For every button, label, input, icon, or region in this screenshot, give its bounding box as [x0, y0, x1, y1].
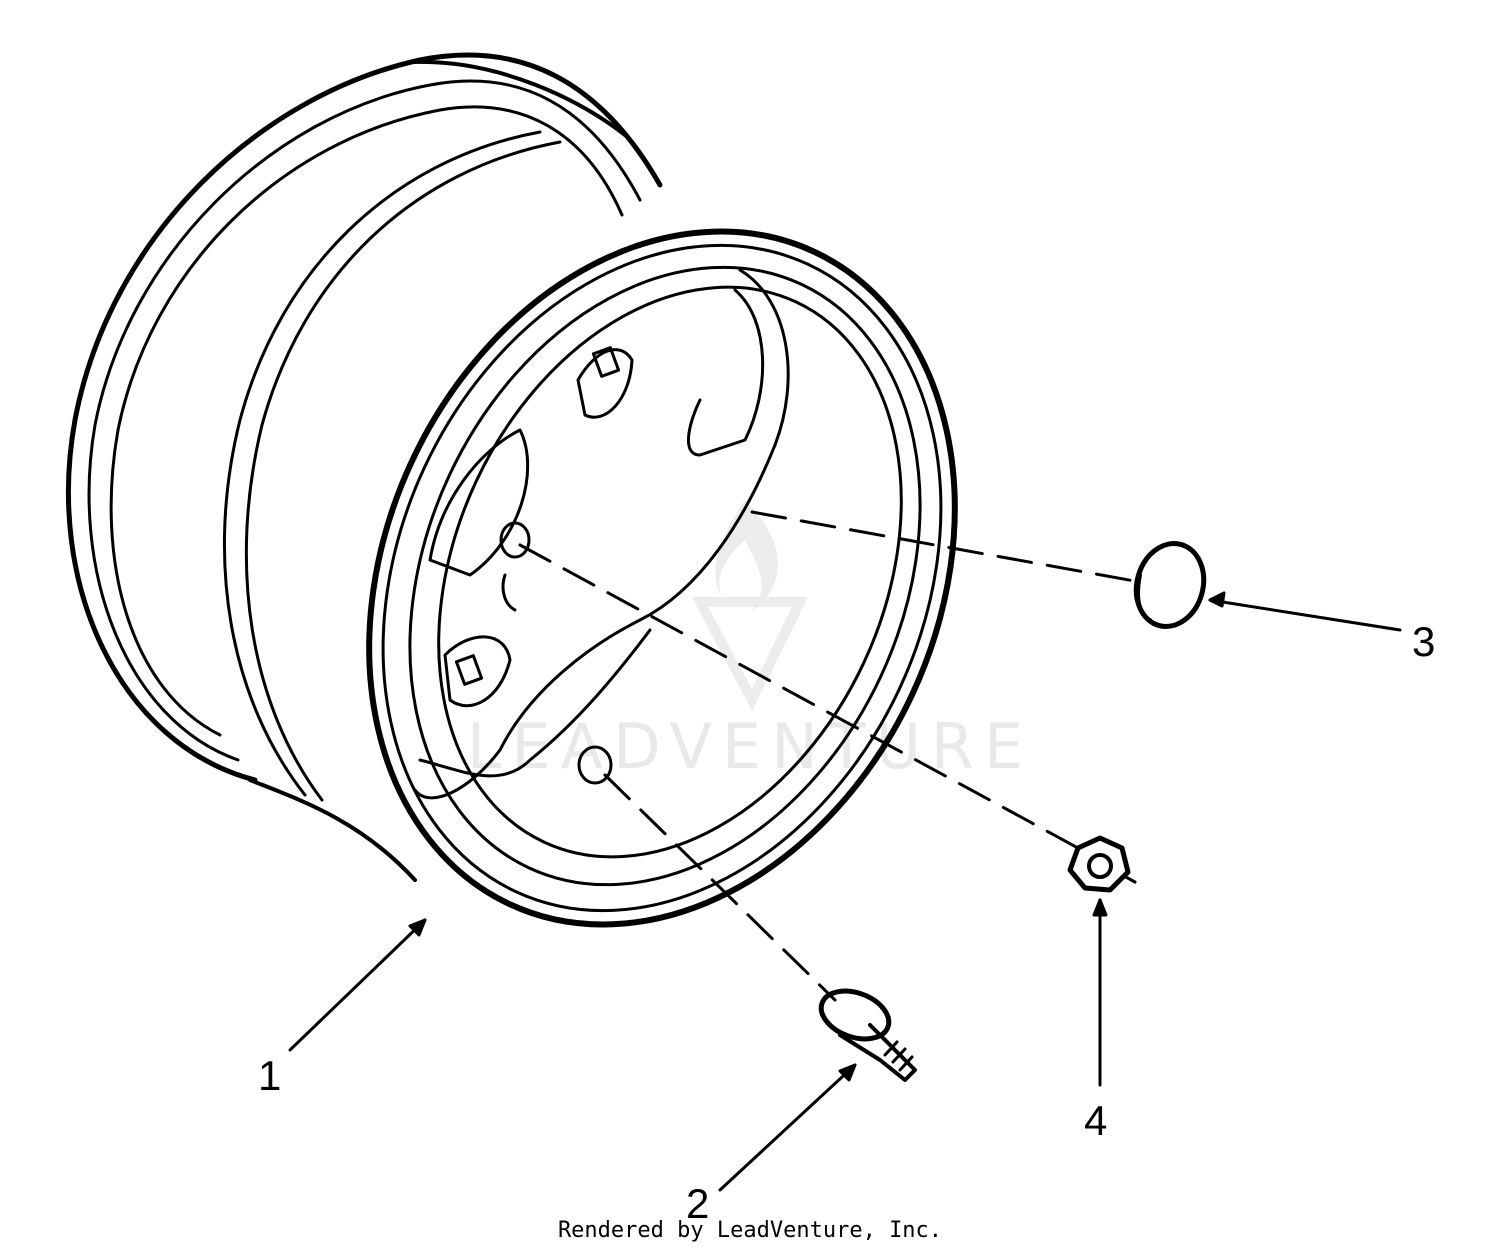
callout-1: 1: [258, 1052, 281, 1099]
lug-nut: [1067, 835, 1137, 893]
explode-line-stud: [603, 773, 837, 1002]
wheel-stud: [818, 988, 917, 1082]
explode-line-lug-nut: [518, 543, 1080, 850]
hub-cap: [1133, 541, 1207, 629]
arrowhead-2-icon: [838, 1063, 857, 1082]
wheel-rim: [65, 52, 958, 928]
callout-2: 2: [686, 1180, 709, 1227]
arrowhead-3-icon: [1208, 591, 1226, 608]
callout-4: 4: [1084, 1097, 1107, 1144]
watermark-text: LEADVENTURE: [467, 710, 1033, 783]
watermark-flame-icon: [715, 500, 778, 612]
explode-lines: [518, 510, 1142, 1002]
leader-lines: [288, 591, 1402, 1192]
arrowhead-4-icon: [1092, 898, 1108, 917]
explode-line-hub-cap: [750, 510, 1142, 584]
leader-line-2: [718, 1063, 857, 1192]
leader-line-3: [1208, 598, 1402, 632]
callouts: 1 2 3 4: [258, 618, 1435, 1227]
watermark-chevron-icon: [691, 597, 809, 712]
leader-line-1: [288, 918, 427, 1052]
arrowhead-1-icon: [408, 918, 427, 937]
callout-3: 3: [1412, 618, 1435, 665]
footer-credit: Rendered by LeadVenture, Inc.: [557, 1218, 943, 1243]
watermark: LEADVENTURE: [467, 500, 1033, 783]
